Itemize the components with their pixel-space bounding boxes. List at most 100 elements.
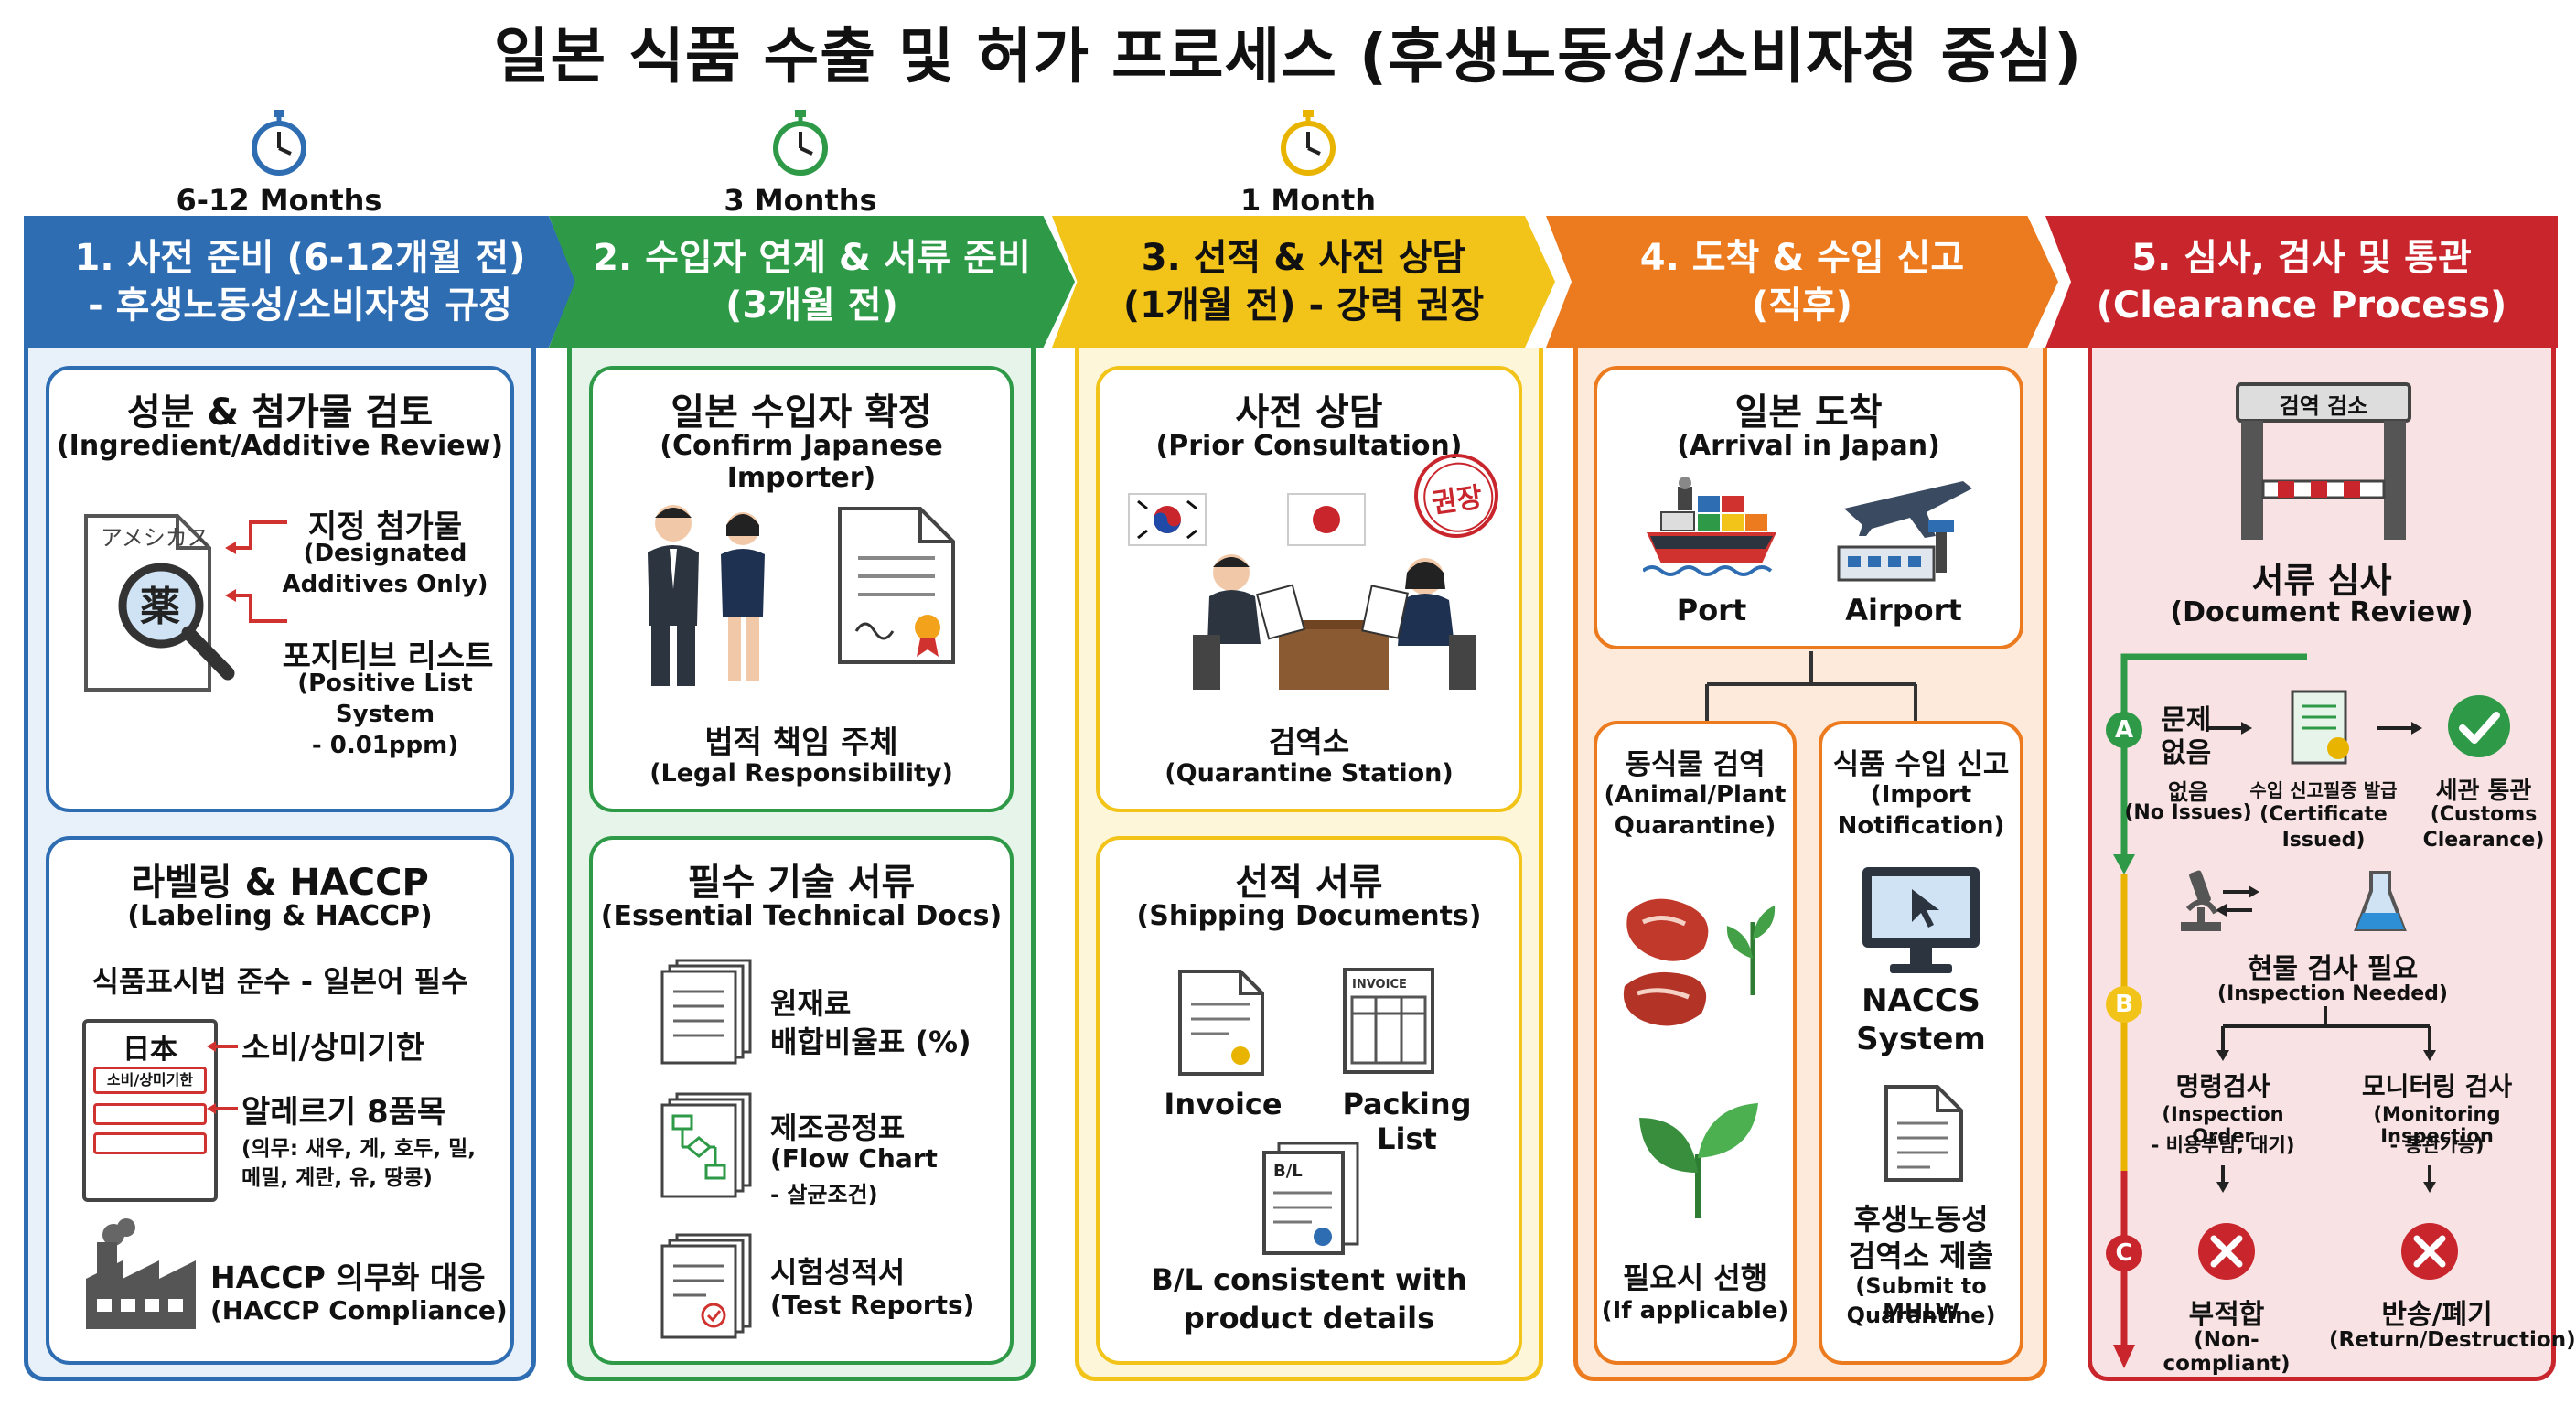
- mhlw-submit-subtitle: Quarantine): [1846, 1303, 1996, 1328]
- certificate-subtitle: Issued): [2281, 829, 2366, 852]
- stage-title: 2. 수입자 연계 & 서류 준비: [593, 237, 1031, 279]
- flow-chart-document-icon: [660, 1092, 752, 1198]
- card-subtitle: (Essential Technical Docs): [600, 900, 1003, 932]
- document-review-subtitle: (Document Review): [2170, 596, 2474, 628]
- non-compliant-subtitle: (Non-compliant): [2163, 1328, 2291, 1376]
- animal-plant-quarantine-card: 동식물 검역 (Animal/Plant Quarantine) 필요시 선행 …: [1594, 721, 1797, 1365]
- card-subtitle: (Confirm Japanese Importer): [660, 430, 943, 494]
- return-destruction-title: 반송/폐기: [2381, 1299, 2493, 1331]
- flow-chart-title: 제조공정표: [770, 1110, 906, 1145]
- card-title: 사전 상담: [1235, 391, 1383, 434]
- no-issue-subtitle: (No Issues): [2124, 801, 2252, 824]
- importer-card: 일본 수입자 확정 (Confirm Japanese Importer) 법적…: [589, 366, 1014, 812]
- stage-5-banner: 5. 심사, 검사 및 통관 (Clearance Process): [2045, 216, 2558, 348]
- timeline-label: 1 Month: [1240, 183, 1377, 218]
- labeling-haccp-card: 라벨링 & HACCP (Labeling & HACCP) 식품표시법 준수 …: [46, 836, 514, 1365]
- flask-icon: [2354, 871, 2407, 931]
- card-title: 일본 수입자 확정: [671, 391, 932, 434]
- customs-clearance-subtitle: (Customs: [2430, 803, 2538, 826]
- card-subtitle: (Prior Consultation): [1155, 430, 1463, 462]
- legal-responsibility-title: 법적 책임 주체: [704, 724, 898, 761]
- mhlw-submit-title: 후생노동성: [1853, 1202, 1989, 1237]
- branch-c-badge: C: [2106, 1235, 2142, 1271]
- haccp-subtitle: (HACCP Compliance): [210, 1295, 508, 1325]
- no-issue-title: 없음: [2161, 737, 2212, 769]
- branch-a-badge: A: [2106, 712, 2142, 748]
- prior-consultation-card: 사전 상담 (Prior Consultation) 권장 검역소 (Quara…: [1096, 366, 1522, 812]
- certificate-icon: [2291, 690, 2349, 765]
- stage-5-panel: [2088, 348, 2556, 1381]
- branch-connector: [1705, 651, 1917, 724]
- contract-icon: [838, 507, 955, 664]
- recipe-doc-title: 원재료: [770, 986, 852, 1021]
- designated-additives-title: 지정 첨가물: [307, 509, 463, 545]
- shipping-documents-card: 선적 서류 (Shipping Documents) Invoice INVOI…: [1096, 836, 1522, 1365]
- arrival-card: 일본 도착 (Arrival in Japan) Port Airport: [1594, 366, 2023, 649]
- bl-consistency-line: B/L consistent with: [1151, 1262, 1467, 1297]
- bowing-people-icon: [648, 505, 765, 686]
- stage-4-banner: 4. 도착 & 수입 신고 (직후): [1546, 216, 2058, 348]
- card-subtitle: (Arrival in Japan): [1677, 430, 1940, 462]
- designated-additives-line: (Designated: [303, 540, 467, 567]
- stage-title: 1. 사전 준비 (6-12개월 전): [74, 237, 526, 279]
- stage-2-banner: 2. 수입자 연계 & 서류 준비 (3개월 전): [549, 216, 1075, 348]
- naccs-label: System: [1856, 1021, 1986, 1057]
- test-report-title: 시험성적서: [770, 1255, 906, 1290]
- no-issue-title: 문제: [2161, 704, 2212, 736]
- no-issue-subtitle: 없음: [2167, 779, 2209, 805]
- stopwatch-icon: [773, 110, 828, 176]
- timeline-marker-3: 1 Month: [1189, 108, 1427, 218]
- reject-x-icon: [2198, 1223, 2255, 1280]
- test-report-subtitle: (Test Reports): [770, 1290, 975, 1320]
- timeline-label: 6-12 Months: [176, 183, 382, 218]
- stage-title: 3. 선적 & 사전 상담: [1141, 237, 1466, 279]
- quarantine-gate-sign: 검역 검소: [2279, 393, 2368, 419]
- leaf-icon: [1639, 1103, 1758, 1218]
- mhlw-submit-subtitle: (Submit to MHLW: [1855, 1273, 1987, 1325]
- bill-of-lading-icon: B/L: [1262, 1142, 1359, 1255]
- technical-docs-card: 필수 기술 서류 (Essential Technical Docs) 원재료 …: [589, 836, 1014, 1365]
- document-icon: [1884, 1085, 1963, 1182]
- card-title: 필수 기술 서류: [687, 862, 916, 904]
- document-review-title: 서류 심사: [2251, 561, 2392, 601]
- computer-icon: [1862, 867, 1980, 973]
- positive-list-line: System: [335, 701, 435, 728]
- return-destruction-subtitle: (Return/Destruction): [2329, 1328, 2576, 1352]
- recipe-doc-subtitle: 배합비율표 (%): [770, 1024, 971, 1059]
- return-x-icon: [2401, 1223, 2458, 1280]
- factory-icon: [86, 1218, 196, 1329]
- card-subtitle: (Ingredient/Additive Review): [56, 430, 504, 462]
- certificate-title: 수입 신고필증 발급: [2249, 779, 2398, 801]
- packing-list-header: INVOICE: [1352, 978, 1407, 992]
- card-title: 동식물 검역: [1625, 748, 1766, 781]
- inspection-order-subtitle: (Inspection Order: [2162, 1103, 2284, 1147]
- positive-list-title: 포지티브 리스트: [282, 638, 494, 675]
- medicine-char: 薬: [140, 584, 180, 630]
- stopwatch-icon: [252, 110, 306, 176]
- if-applicable-subtitle: (If applicable): [1601, 1297, 1789, 1325]
- airport-label: Airport: [1845, 593, 1962, 627]
- quarantine-station-subtitle: (Quarantine Station): [1165, 759, 1454, 788]
- stage-subtitle: (3개월 전): [725, 284, 898, 327]
- inspection-needed-title: 현물 검사 필요: [2247, 953, 2419, 985]
- bl-header: B/L: [1273, 1162, 1303, 1181]
- card-title: 식품 수입 신고: [1832, 748, 2010, 781]
- stage-subtitle: (Clearance Process): [2096, 284, 2507, 327]
- card-subtitle: Quarantine): [1614, 812, 1776, 840]
- document-magnifier-icon: アメシカス 薬: [84, 514, 235, 692]
- customs-clearance-subtitle: Clearance): [2422, 829, 2545, 852]
- inspection-needed-subtitle: (Inspection Needed): [2217, 982, 2448, 1005]
- haccp-title: HACCP 의무화 대응: [210, 1260, 486, 1295]
- bracket-arrows: [225, 520, 287, 623]
- positive-list-line: - 0.01ppm): [311, 732, 459, 759]
- flow-chart-line: - 살균조건): [770, 1182, 878, 1207]
- inspection-order-subtitle: - 비용부담, 대기): [2151, 1134, 2295, 1156]
- card-subtitle: (Import: [1870, 781, 1972, 809]
- timeline-label: 3 Months: [724, 183, 877, 218]
- card-title: 성분 & 첨가물 검토: [126, 391, 434, 434]
- page-title: 일본 식품 수출 및 허가 프로세스 (후생노동성/소비자청 중심): [493, 21, 2083, 91]
- non-compliant-title: 부적합: [2188, 1299, 2265, 1331]
- stage-subtitle: - 후생노동성/소비자청 규정: [88, 284, 512, 327]
- allergen-title: 알레르기 8품목: [242, 1094, 446, 1131]
- legal-responsibility-subtitle: (Legal Responsibility): [649, 759, 953, 788]
